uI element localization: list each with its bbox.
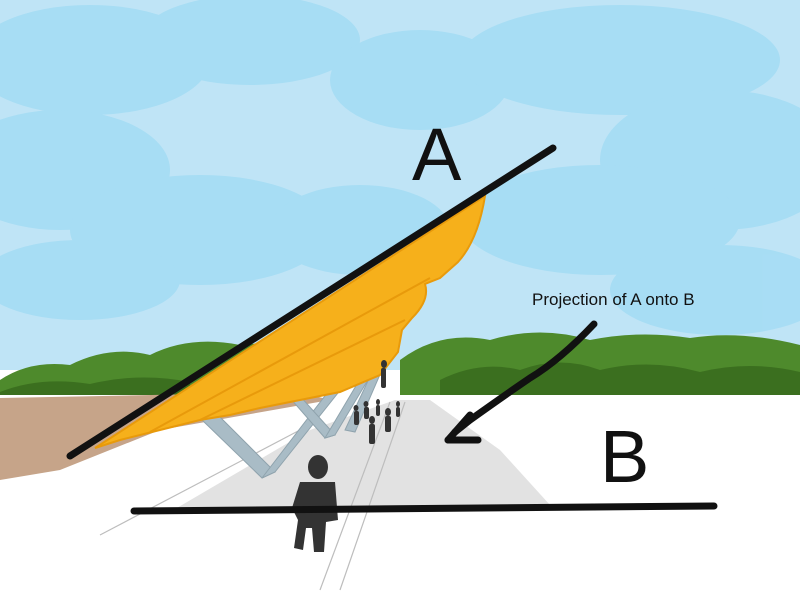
- person-foreground: [292, 455, 338, 552]
- projection-arrow: [444, 320, 598, 444]
- canopy: [94, 193, 487, 449]
- earth-embankment: [0, 392, 330, 480]
- label-b: B: [600, 415, 650, 498]
- walkway-lines: [99, 401, 406, 591]
- line-b: [130, 502, 718, 515]
- projection-label: Projection of A onto B: [532, 290, 695, 309]
- line-a: [66, 144, 557, 460]
- clouds: [0, 0, 800, 335]
- canopy-seams: [149, 277, 431, 433]
- label-a: A: [412, 113, 462, 196]
- person-group: [353, 360, 400, 444]
- people: [292, 360, 400, 552]
